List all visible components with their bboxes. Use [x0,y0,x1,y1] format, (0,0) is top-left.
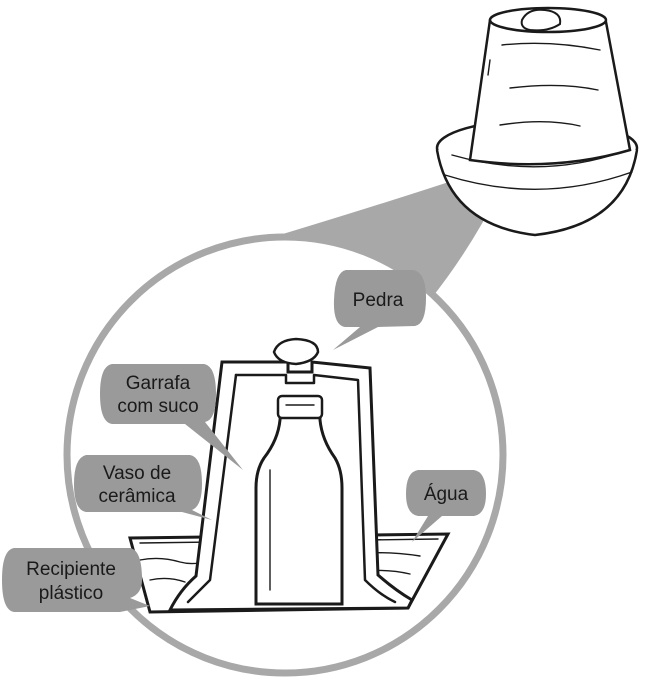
small-stone [522,10,561,31]
label-vaso-line1: Vaso de [103,463,171,484]
small-pot-body [470,14,630,164]
stone [274,339,318,364]
callout-vaso: Vaso de cerâmica [74,455,212,520]
label-garrafa-line2: com suco [117,396,198,417]
callout-recipiente: Recipiente plástico [2,548,150,612]
label-agua: Água [424,484,469,505]
bottle-cap [278,396,322,418]
small-pot-illustration [437,8,637,235]
label-recipiente-line2: plástico [39,583,103,604]
label-garrafa-line1: Garrafa [126,373,191,394]
label-pedra: Pedra [353,290,404,311]
label-recipiente-line1: Recipiente [26,559,116,580]
label-vaso-line2: cerâmica [98,486,176,507]
